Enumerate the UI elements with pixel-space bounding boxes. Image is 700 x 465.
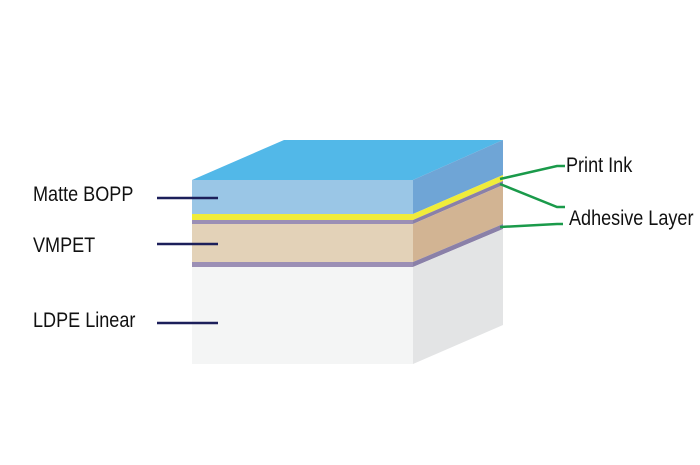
ldpe-linear-side [413, 229, 503, 364]
matte-bopp-side [413, 140, 503, 214]
adhesive-upper-side [413, 181, 503, 224]
vmpet-side [413, 185, 503, 262]
matte-bopp-label: Matte BOPP [33, 183, 134, 206]
print-ink-label: Print Ink [566, 154, 633, 177]
block-top-face [192, 140, 503, 180]
ldpe-linear-label: LDPE Linear [33, 309, 136, 332]
ldpe-linear-front [192, 267, 413, 364]
adhesive-layer-label: Adhesive Layer [569, 207, 694, 230]
adhesive-lower-front [192, 262, 413, 267]
adhesive-leader-line-upper [499, 182, 565, 209]
vmpet-label: VMPET [33, 234, 96, 257]
adhesive-lower-side [413, 224, 503, 267]
matte-bopp-front [192, 180, 413, 214]
vmpet-front [192, 224, 413, 262]
adhesive-upper-front [192, 220, 413, 224]
print-ink-leader-line [499, 164, 565, 181]
print-ink-side [413, 175, 503, 220]
adhesive-leader-line-lower [499, 222, 563, 229]
print-ink-front [192, 214, 413, 220]
